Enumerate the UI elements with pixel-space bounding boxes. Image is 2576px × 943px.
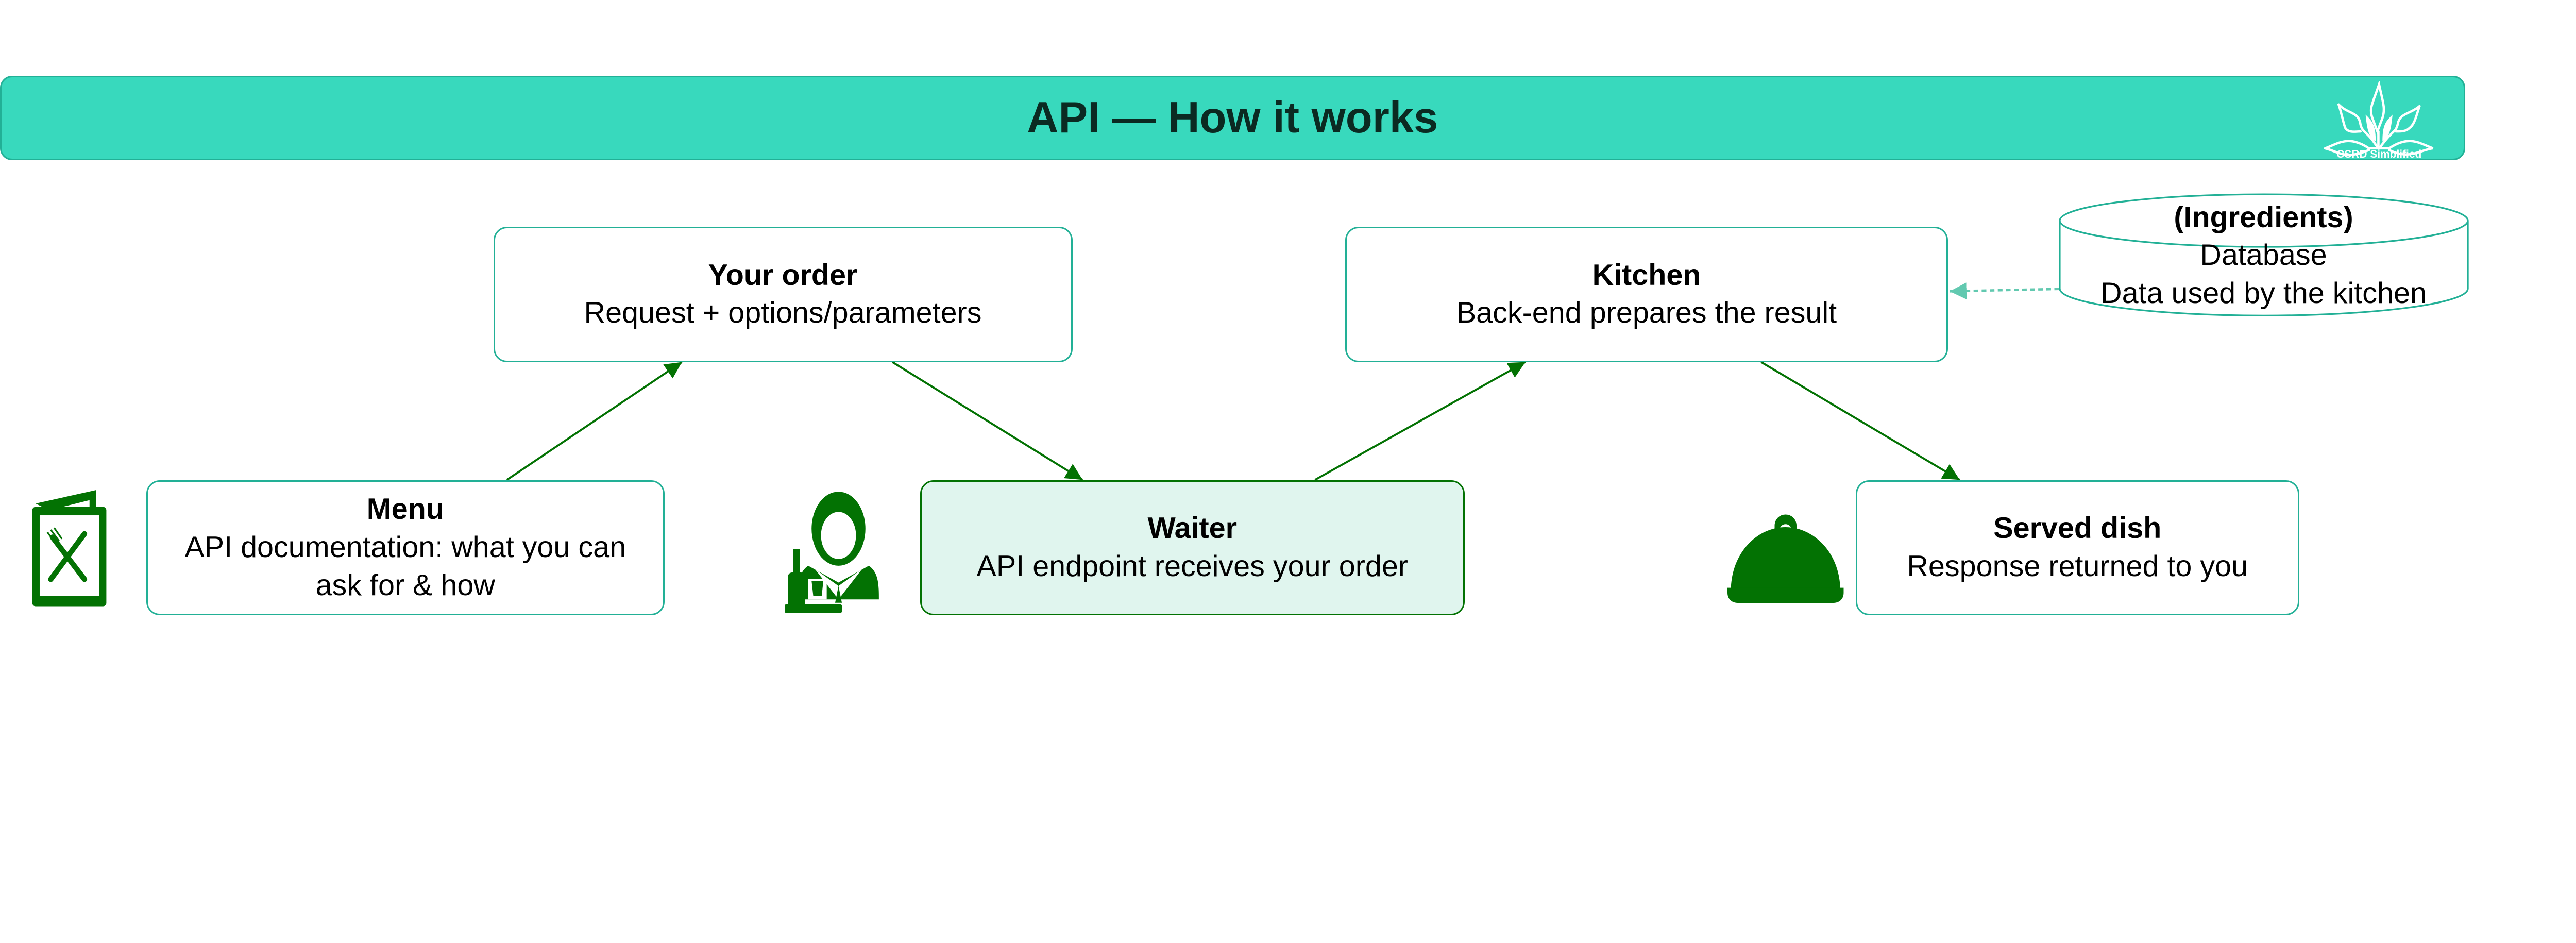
database-desc: Data used by the kitchen [2100,276,2427,310]
waiter-title: Waiter [1147,512,1238,545]
order-desc: Request + options/parameters [584,296,982,330]
logo-text: CSRD Simplified [2336,148,2421,158]
arrow-order-to-waiter [892,361,1083,481]
database-title: (Ingredients) [2174,200,2353,234]
served-desc: Response returned to you [1907,549,2248,583]
cloche-icon [1727,514,1844,603]
csrd-logo: CSRD Simplified [2324,80,2434,158]
header-bar: API — How it works CSRD Simplified [0,76,2465,160]
connectors [506,193,2469,481]
page-title: API — How it works [1027,93,1438,142]
arrow-database-to-kitchen [1950,282,2059,299]
waiter-desc: API endpoint receives your order [976,549,1408,583]
menu-title: Menu [366,493,444,526]
kitchen-desc: Back-end prepares the result [1456,296,1837,330]
arrow-waiter-to-kitchen [1314,361,1526,481]
kitchen-title: Kitchen [1592,258,1701,292]
menu-desc: API documentation: what you can ask for … [184,530,626,602]
database-node: (Ingredients) Database Data used by the … [2059,199,2468,313]
arrow-kitchen-to-served [1760,361,1960,481]
order-node: Your order Request + options/parameters [493,227,1073,362]
arrow-menu-to-order [506,361,683,481]
database-cylinder [2059,193,2469,317]
order-title: Your order [708,258,858,292]
kitchen-node: Kitchen Back-end prepares the result [1345,227,1948,362]
menu-node: Menu API documentation: what you can ask… [146,480,665,615]
served-title: Served dish [1993,512,2162,545]
served-node: Served dish Response returned to you [1855,480,2299,615]
menu-icon [32,490,106,607]
database-label: Database [2200,239,2327,272]
waiter-icon [785,492,879,613]
waiter-node: Waiter API endpoint receives your order [920,480,1465,615]
